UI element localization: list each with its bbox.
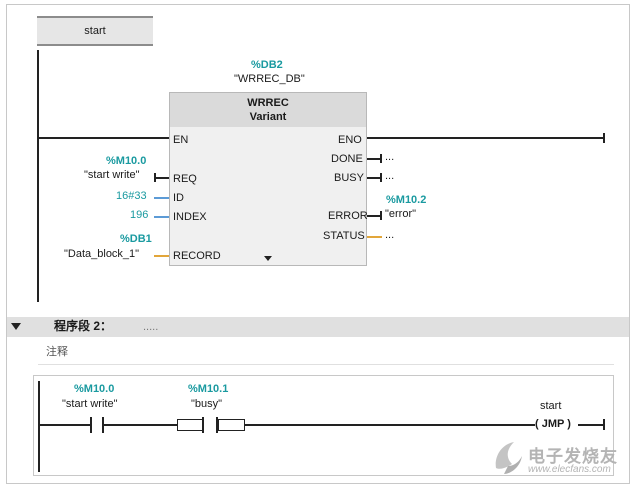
pin-record: RECORD bbox=[173, 250, 221, 262]
contact2-right-bar[interactable] bbox=[216, 417, 218, 433]
wrrec-block[interactable]: WRREC Variant bbox=[169, 92, 367, 266]
instance-db-name[interactable]: "WRREC_DB" bbox=[234, 73, 305, 85]
wrrec-block-header: WRREC Variant bbox=[170, 93, 366, 127]
pin-busy: BUSY bbox=[334, 172, 364, 184]
status-operand-value[interactable]: ... bbox=[385, 229, 395, 241]
index-operand-value[interactable]: 196 bbox=[130, 209, 149, 221]
contact2-address[interactable]: %M10.1 bbox=[188, 383, 229, 395]
watermark: 电子发烧友 www.elecfans.com bbox=[492, 436, 620, 480]
pin-eno: ENO bbox=[338, 134, 362, 146]
done-operand-value[interactable]: ... bbox=[385, 151, 395, 163]
contact1-name[interactable]: "start write" bbox=[62, 398, 118, 410]
busy-wire-tick bbox=[380, 173, 382, 182]
req-operand-name[interactable]: "start write" bbox=[84, 169, 140, 181]
jmp-coil[interactable]: ( JMP ) bbox=[535, 418, 571, 430]
pin-done: DONE bbox=[331, 153, 363, 165]
wrrec-block-title: WRREC bbox=[247, 97, 289, 109]
rung-wire-3 bbox=[245, 424, 535, 426]
watermark-url: www.elecfans.com bbox=[528, 464, 611, 475]
watermark-text: 电子发烧友 bbox=[528, 447, 618, 466]
label-start-instruction[interactable]: start bbox=[37, 16, 153, 46]
network-2-title: 程序段 2： bbox=[54, 319, 113, 333]
busy-operand-value[interactable]: ... bbox=[385, 170, 395, 182]
left-power-rail-2 bbox=[38, 381, 40, 472]
req-operand-address[interactable]: %M10.0 bbox=[106, 155, 147, 167]
done-wire bbox=[367, 158, 382, 160]
done-wire-tick bbox=[380, 154, 382, 163]
pin-status: STATUS bbox=[323, 230, 365, 242]
pin-en: EN bbox=[173, 134, 189, 146]
network-2-comment[interactable]: 注释 bbox=[38, 341, 614, 365]
pin-index: INDEX bbox=[173, 211, 207, 223]
req-wire bbox=[154, 177, 169, 179]
id-wire bbox=[154, 197, 169, 199]
record-operand-address[interactable]: %DB1 bbox=[120, 233, 152, 245]
contact2-left-bar[interactable] bbox=[202, 417, 204, 433]
instance-db-address[interactable]: %DB2 bbox=[251, 59, 283, 71]
error-operand-name[interactable]: "error" bbox=[385, 208, 417, 220]
network-2-header[interactable] bbox=[7, 317, 629, 337]
rung-wire-4 bbox=[578, 424, 604, 426]
eno-end-tick bbox=[603, 133, 605, 143]
contact2-right-box[interactable] bbox=[218, 419, 245, 431]
contact1-left-bar[interactable] bbox=[90, 417, 92, 433]
expand-block-icon[interactable] bbox=[264, 256, 272, 261]
busy-wire bbox=[367, 177, 382, 179]
contact1-address[interactable]: %M10.0 bbox=[74, 383, 115, 395]
record-wire bbox=[154, 255, 169, 257]
en-wire bbox=[37, 137, 169, 139]
wrrec-block-subtitle: Variant bbox=[249, 111, 287, 123]
rung-wire-1 bbox=[38, 424, 90, 426]
jump-label[interactable]: start bbox=[540, 400, 562, 412]
rung-end-tick bbox=[603, 419, 605, 430]
collapse-network-icon[interactable] bbox=[11, 323, 21, 330]
contact2-name[interactable]: "busy" bbox=[191, 398, 223, 410]
eno-wire bbox=[367, 137, 605, 139]
watermark-logo-icon bbox=[495, 442, 522, 474]
network-2-body bbox=[33, 375, 614, 476]
error-operand-address[interactable]: %M10.2 bbox=[386, 194, 427, 206]
network-2-title-placeholder[interactable]: ..... bbox=[143, 321, 159, 333]
contact2-left-box[interactable] bbox=[177, 419, 204, 431]
index-wire bbox=[154, 216, 169, 218]
editor-frame bbox=[6, 4, 630, 484]
status-wire bbox=[367, 236, 382, 238]
error-wire-tick bbox=[380, 211, 382, 220]
record-operand-name[interactable]: "Data_block_1" bbox=[64, 248, 140, 260]
error-wire bbox=[367, 215, 382, 217]
contact1-right-bar[interactable] bbox=[102, 417, 104, 433]
id-operand-value[interactable]: 16#33 bbox=[116, 190, 147, 202]
pin-req: REQ bbox=[173, 173, 197, 185]
req-wire-tick bbox=[154, 173, 156, 182]
pin-error: ERROR bbox=[328, 210, 368, 222]
jmp-instruction: JMP bbox=[541, 418, 565, 430]
rung-wire-2 bbox=[104, 424, 177, 426]
left-power-rail bbox=[37, 50, 39, 302]
pin-id: ID bbox=[173, 192, 184, 204]
